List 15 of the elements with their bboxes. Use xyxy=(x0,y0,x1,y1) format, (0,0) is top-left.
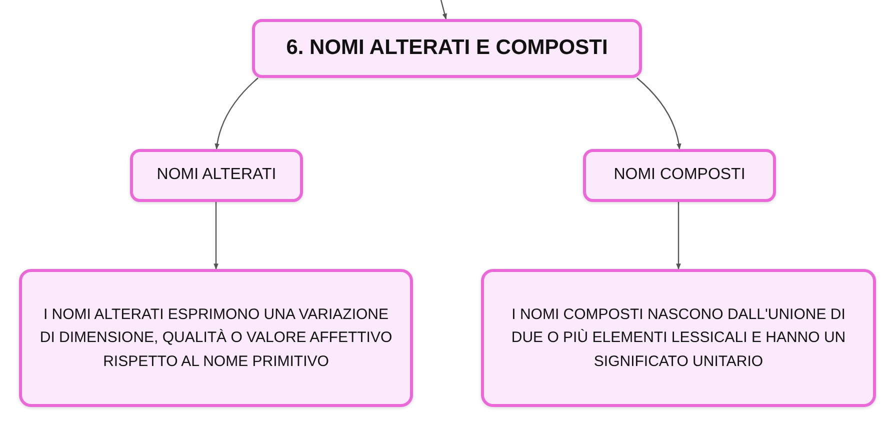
arrow xyxy=(214,78,258,150)
node-text: I NOMI COMPOSTI NASCONO DALL'UNIONE DI DUE O PIÙ ELEMENTI LESSICALI E HANNO UN SIGNIFICATO UNITARIO xyxy=(510,305,847,372)
node-text: NOMI COMPOSTI xyxy=(614,165,746,186)
title-text: 6. NOMI ALTERATI E COMPOSTI xyxy=(286,35,608,62)
topic-box xyxy=(130,149,303,202)
arrow xyxy=(440,0,447,20)
arrow xyxy=(214,202,218,270)
title-box xyxy=(252,19,642,78)
topic-box xyxy=(583,149,776,202)
description-box xyxy=(481,269,876,407)
node-text: I NOMI ALTERATI ESPRIMONO UNA VARIAZIONE DI DIMENSIONE, QUALITÀ O VALORE AFFETTIVO RISPETTO AL NOME PRIMITIVO xyxy=(38,305,394,372)
description-box xyxy=(19,269,413,407)
arrow xyxy=(676,202,681,270)
node-text: NOMI ALTERATI xyxy=(156,165,276,186)
arrow xyxy=(636,78,682,150)
